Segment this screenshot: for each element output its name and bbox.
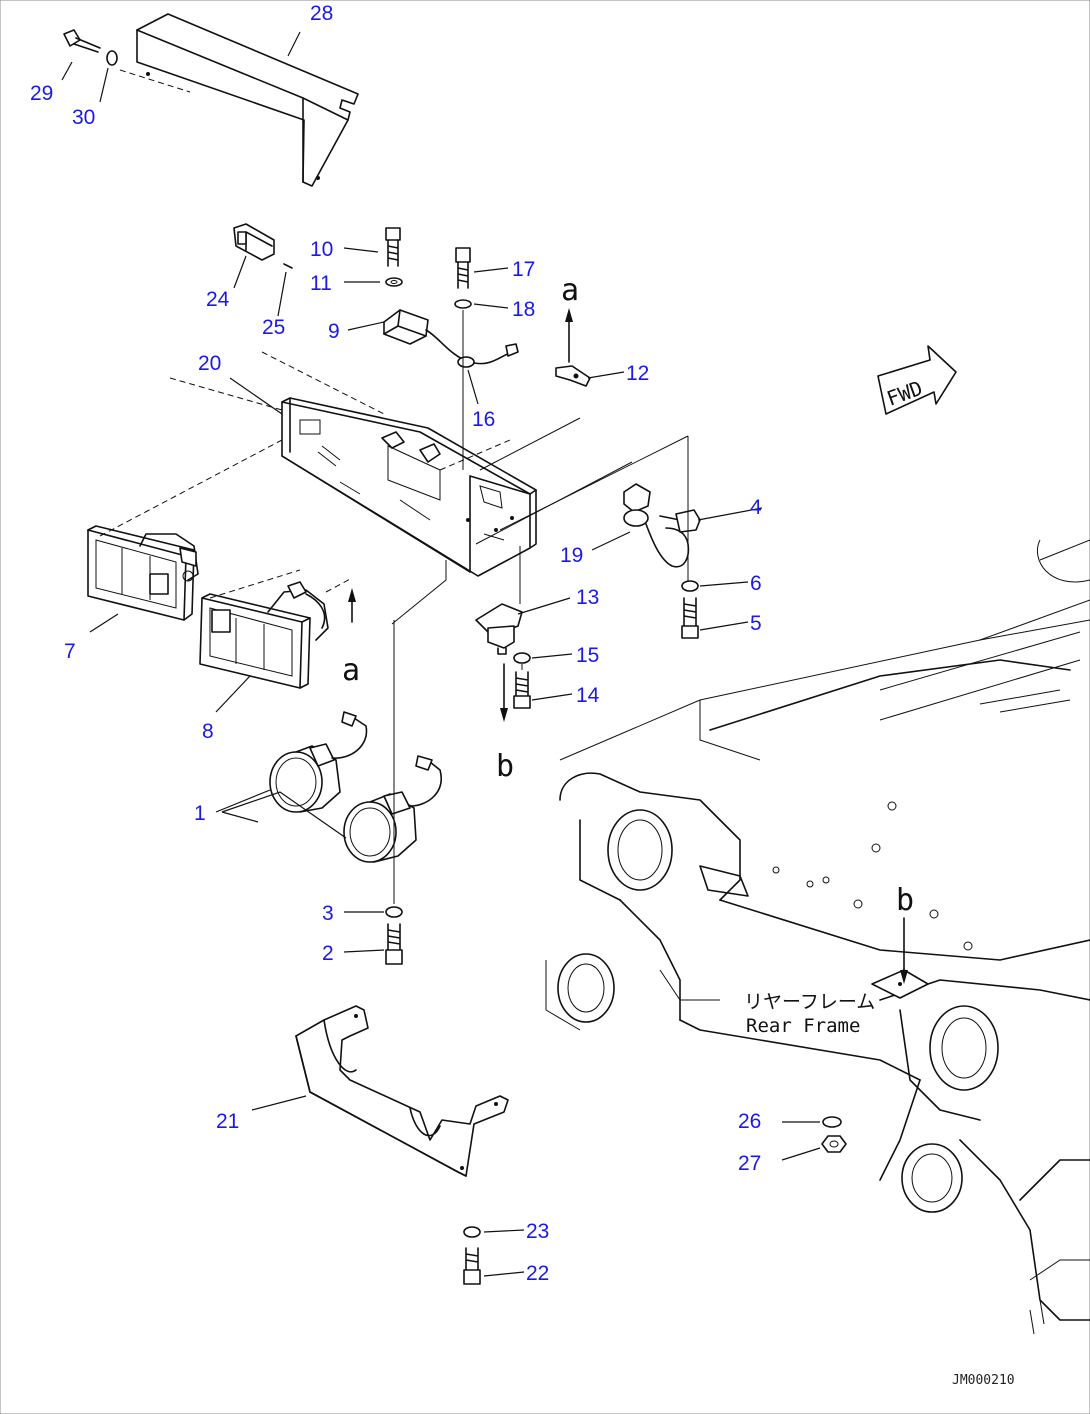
callout-17: 17 (512, 258, 535, 281)
part-5-bolt (681, 597, 699, 639)
reference-arrow-b-left (500, 663, 508, 722)
callout-1: 1 (194, 802, 206, 825)
callout-28: 28 (310, 2, 333, 25)
callout-23: 23 (526, 1220, 549, 1243)
part-16-clamp (457, 356, 475, 368)
part-28-cover (119, 13, 359, 187)
callout-6: 6 (750, 572, 762, 595)
reference-letter-a-lower: a (342, 653, 360, 688)
callout-9: 9 (328, 320, 340, 343)
callout-25: 25 (262, 316, 285, 339)
callout-leaders (61, 31, 821, 1277)
reference-letter-a-upper: a (561, 273, 579, 308)
part-10-bolt (385, 227, 401, 267)
part-18-washer (454, 299, 472, 309)
callout-19: 19 (560, 544, 583, 567)
rear-frame (545, 539, 1090, 1335)
part-3-washer (385, 906, 403, 918)
part-1-work-lamp-upper (269, 711, 368, 813)
callout-21: 21 (216, 1110, 239, 1133)
part-30-washer (106, 50, 118, 66)
part-19-switch (623, 483, 690, 568)
callout-labels: 28 29 30 24 25 10 11 17 18 9 16 12 20 4 … (30, 2, 762, 1285)
part-27-nut (821, 1135, 847, 1153)
callout-24: 24 (206, 288, 230, 311)
callout-7: 7 (64, 640, 76, 663)
callout-18: 18 (512, 298, 535, 321)
part-2-bolt (385, 923, 403, 965)
callout-3: 3 (322, 902, 334, 925)
callout-4: 4 (750, 496, 762, 519)
callout-29: 29 (30, 82, 53, 105)
callout-22: 22 (526, 1262, 549, 1285)
part-25-screw (283, 263, 293, 269)
callout-13: 13 (576, 586, 599, 609)
part-6-washer (681, 580, 699, 592)
part-24-connector (233, 223, 275, 261)
reference-letter-b-left: b (496, 749, 514, 784)
callout-12: 12 (626, 362, 649, 385)
callout-26: 26 (738, 1110, 761, 1133)
rear-frame-label-japanese: リヤーフレーム (744, 991, 875, 1013)
part-9-relay (383, 309, 519, 365)
rear-frame-label-english: Rear Frame (746, 1015, 860, 1037)
part-7-rear-lamp (87, 525, 199, 621)
callout-20: 20 (198, 352, 221, 375)
part-13-pressure-switch (475, 603, 523, 655)
part-11-washer (385, 277, 403, 287)
part-26-washer (822, 1116, 842, 1128)
part-23-washer (463, 1226, 481, 1238)
callout-15: 15 (576, 644, 599, 667)
callout-27: 27 (738, 1152, 761, 1175)
callout-16: 16 (472, 408, 495, 431)
part-21-lamp-bracket (295, 1005, 509, 1177)
part-15-washer (513, 652, 531, 664)
part-20-lamp-bracket (281, 397, 537, 577)
part-1-work-lamp-lower (343, 755, 442, 863)
part-8-rear-lamp (199, 581, 329, 689)
part-29-bolt (63, 29, 101, 53)
part-12-bracket (555, 365, 591, 387)
callout-2: 2 (322, 942, 334, 965)
callout-30: 30 (72, 106, 95, 129)
reference-arrow-a-upper (565, 308, 573, 363)
reference-letter-b-right: b (896, 883, 914, 918)
callout-5: 5 (750, 612, 762, 635)
callout-10: 10 (310, 238, 333, 261)
assembly-lines (99, 310, 689, 904)
callout-8: 8 (202, 720, 214, 743)
part-14-bolt (513, 671, 531, 709)
part-22-bolt (463, 1247, 481, 1285)
reference-arrow-b-right (900, 917, 908, 984)
fwd-arrow-symbol (877, 345, 957, 415)
callout-14: 14 (576, 684, 600, 707)
part-17-bolt (455, 247, 471, 289)
reference-arrow-a-lower (325, 577, 356, 623)
callout-11: 11 (310, 272, 332, 295)
drawing-id: JM000210 (952, 1373, 1015, 1388)
